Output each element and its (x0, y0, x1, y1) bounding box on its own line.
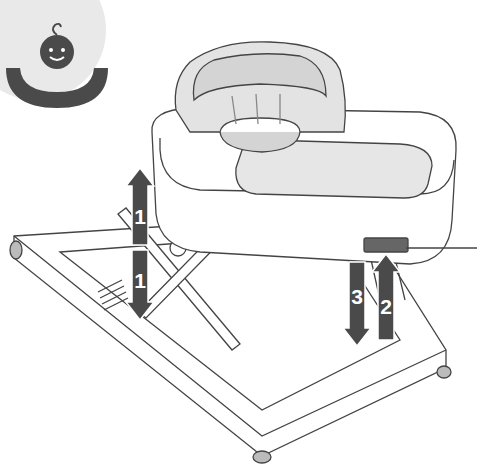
icon-eye (49, 48, 53, 52)
leader-line (406, 247, 477, 248)
seat-base (220, 132, 300, 152)
walker-tray (152, 42, 456, 264)
seat-back (175, 42, 345, 132)
icon-eye (61, 48, 65, 52)
wheel (10, 241, 22, 259)
up-arrow (372, 254, 400, 340)
wheel (437, 366, 451, 378)
step-number: 1 (134, 270, 146, 291)
icon-smile (50, 57, 64, 60)
seat-seam (232, 94, 280, 124)
icon-hair (53, 24, 61, 35)
spring-toy (98, 280, 128, 310)
step-number: 1 (134, 206, 146, 227)
icon-arms (6, 68, 108, 108)
baby-icon (0, 0, 108, 108)
down-arrow (343, 262, 371, 346)
up-arrow (126, 168, 154, 245)
wheel (253, 451, 271, 463)
icon-head (40, 35, 74, 69)
height-button (364, 238, 408, 252)
step-number: 3 (351, 286, 363, 307)
direction-arrows (126, 168, 400, 346)
seat-cushion (193, 54, 326, 100)
step-number: 2 (380, 296, 392, 317)
down-arrow (126, 250, 154, 320)
